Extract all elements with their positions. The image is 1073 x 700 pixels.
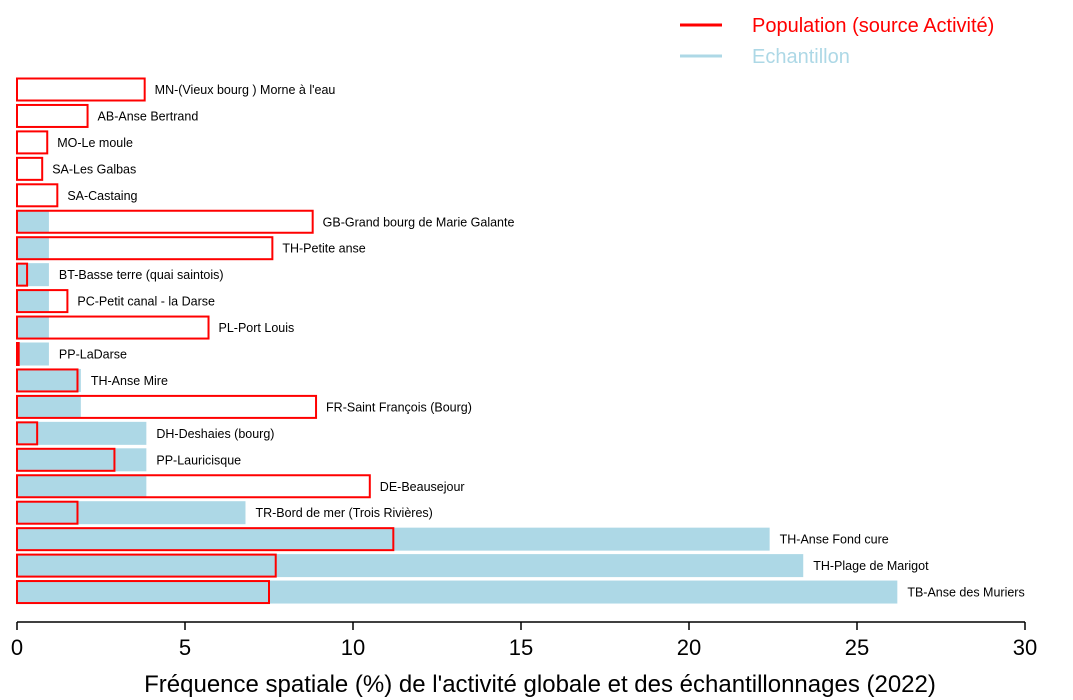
echantillon-bar — [17, 368, 81, 392]
x-tick-label: 20 — [677, 635, 701, 660]
population-bar — [16, 447, 116, 472]
population-bar — [16, 183, 59, 208]
legend: Population (source Activité) Echantillon — [680, 15, 994, 68]
bar-label: GB-Grand bourg de Marie Galante — [323, 215, 515, 229]
x-axis-title: Fréquence spatiale (%) de l'activité glo… — [144, 671, 936, 698]
legend-entry: Population (source Activité) — [752, 15, 994, 37]
bar-label: SA-Les Galbas — [52, 162, 136, 176]
echantillon-bar — [17, 421, 147, 445]
population-bar — [16, 394, 318, 419]
population-bar — [16, 209, 314, 234]
x-tick-label: 30 — [1013, 635, 1037, 660]
echantillon-bar — [17, 501, 246, 525]
population-bar — [16, 130, 49, 155]
x-tick-label: 15 — [509, 635, 533, 660]
echantillon-bar — [17, 316, 49, 340]
bar-label: AB-Anse Bertrand — [98, 109, 199, 123]
echantillon-bar — [17, 289, 49, 313]
echantillon-bar — [17, 554, 804, 578]
echantillon-bar — [17, 395, 81, 419]
bar-label: TH-Plage de Marigot — [813, 559, 929, 573]
population-bar — [16, 156, 44, 181]
echantillon-bar — [17, 263, 49, 287]
population-bar — [16, 580, 270, 605]
bar-label: TH-Anse Mire — [91, 374, 168, 388]
population-bar — [16, 77, 146, 102]
x-tick-label: 10 — [341, 635, 365, 660]
bar-label: PC-Petit canal - la Darse — [77, 295, 215, 309]
bar-label: TR-Bord de mer (Trois Rivières) — [255, 506, 432, 520]
bar-label: FR-Saint François (Bourg) — [326, 400, 472, 414]
bar-label: DH-Deshaies (bourg) — [156, 427, 274, 441]
population-bar — [16, 421, 39, 446]
population-bar — [16, 342, 20, 366]
bar-label: TH-Petite anse — [282, 242, 365, 256]
x-tick-label: 25 — [845, 635, 869, 660]
x-axis: 0 5 10 15 20 25 30 — [11, 621, 1037, 660]
bar-label: SA-Castaing — [67, 189, 137, 203]
bars-layer — [16, 77, 898, 605]
population-bar — [16, 103, 89, 128]
population-bar — [16, 474, 371, 499]
echantillon-bar — [17, 342, 49, 366]
echantillon-bar — [17, 210, 49, 234]
bar-label: MO-Le moule — [57, 136, 133, 150]
x-tick-label: 0 — [11, 635, 23, 660]
echantillon-bar — [17, 448, 147, 472]
echantillon-bar — [17, 236, 49, 260]
population-bar — [16, 527, 395, 552]
legend-entry: Echantillon — [752, 46, 850, 68]
bar-label: PL-Port Louis — [219, 321, 295, 335]
echantillon-bar — [17, 474, 147, 498]
bar-label: DE-Beausejour — [380, 480, 465, 494]
population-bar — [16, 289, 69, 314]
population-bar — [16, 262, 29, 287]
bar-label: MN-(Vieux bourg ) Morne à l'eau — [155, 83, 336, 97]
bar-label: TH-Anse Fond cure — [780, 533, 889, 547]
bar-label: PP-Lauricisque — [156, 453, 241, 467]
population-bar — [16, 315, 210, 340]
population-bar — [16, 553, 277, 578]
bar-label: PP-LaDarse — [59, 348, 127, 362]
population-bar — [16, 236, 274, 261]
bar-label: TB-Anse des Muriers — [907, 586, 1024, 600]
x-tick-label: 5 — [179, 635, 191, 660]
echantillon-bar — [17, 580, 898, 604]
population-bar — [16, 368, 79, 393]
population-bar — [16, 500, 79, 525]
bar-label: BT-Basse terre (quai saintois) — [59, 268, 224, 282]
